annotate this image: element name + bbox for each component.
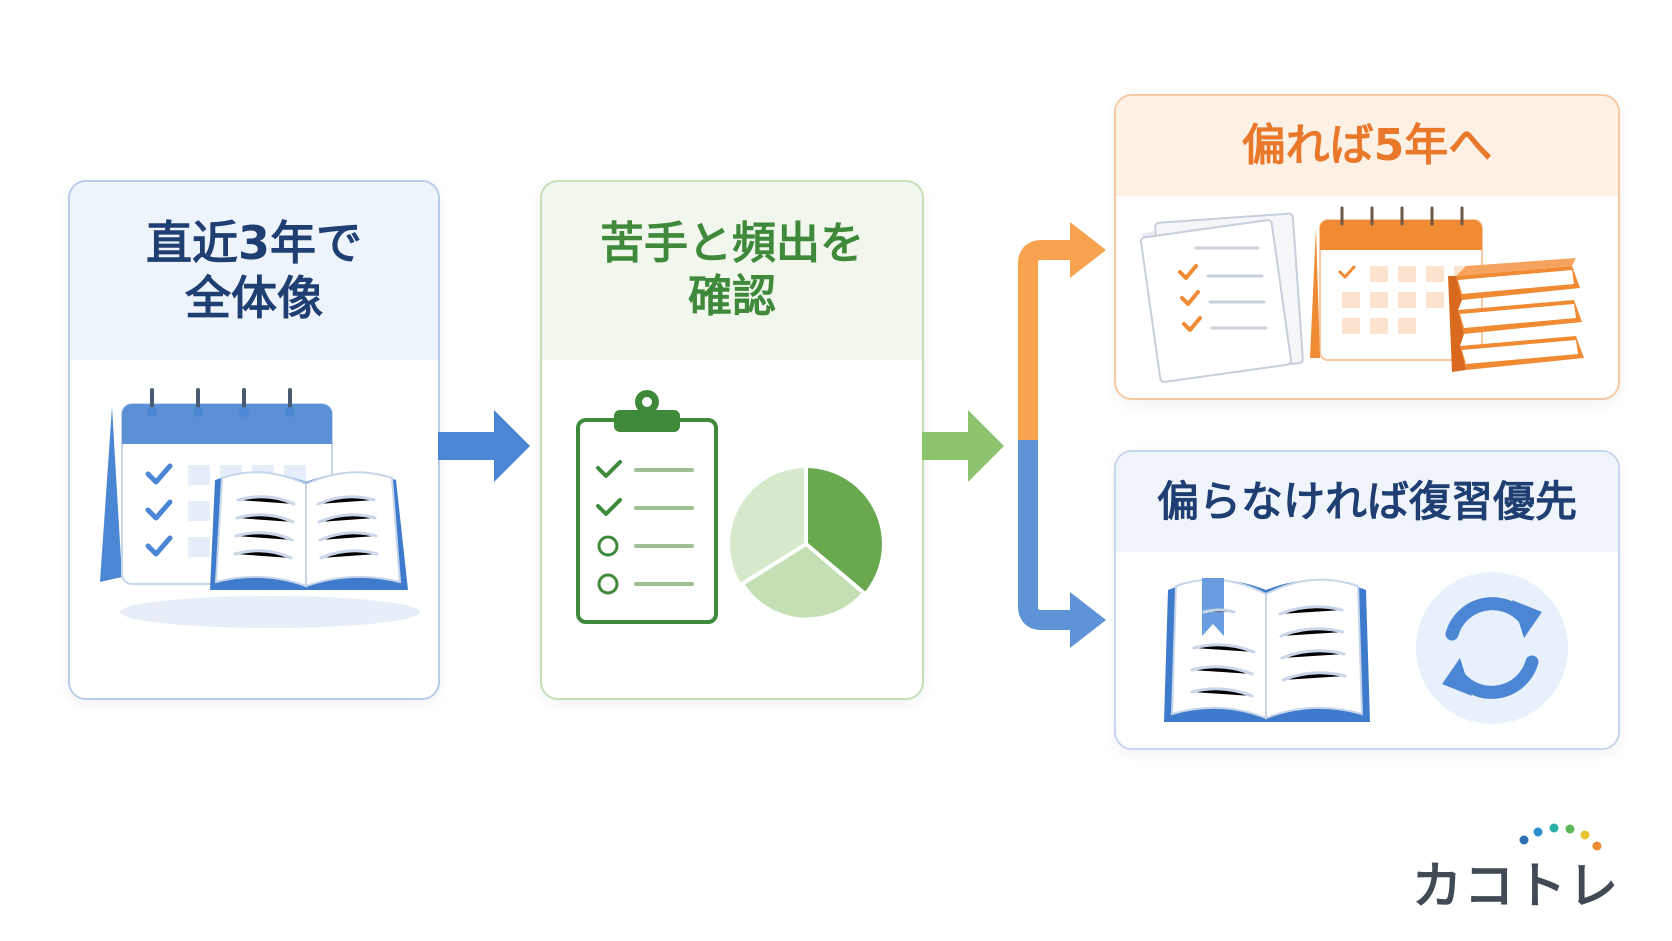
arrow-right-icon — [922, 410, 1004, 482]
open-book-icon — [210, 471, 408, 590]
title-line: 苦手と頻出を — [600, 218, 864, 270]
branch-connector — [1018, 222, 1106, 648]
branch-card-review-priority-title: 偏らなければ復習優先 — [1116, 452, 1618, 552]
documents-icon — [1140, 212, 1304, 383]
title-line: 直近3年で — [145, 215, 362, 270]
pie-chart-icon — [730, 468, 882, 622]
arrow-right-icon — [438, 410, 530, 482]
open-book-bookmark-icon — [1164, 578, 1370, 722]
step-card-review: 苦手と頻出を 確認 — [540, 180, 924, 700]
branch-card-review-priority: 偏らなければ復習優先 — [1114, 450, 1620, 750]
logo-dots-icon — [1519, 823, 1602, 851]
brand-logo: カコトレ — [1400, 812, 1620, 915]
clipboard-icon — [576, 390, 718, 624]
step-card-review-title: 苦手と頻出を 確認 — [542, 182, 922, 360]
logo-text: カコトレ — [1412, 857, 1620, 915]
step-card-overview: 直近3年で 全体像 — [68, 180, 440, 700]
refresh-icon — [1416, 572, 1568, 724]
step-card-overview-title: 直近3年で 全体像 — [70, 182, 438, 360]
books-stack-icon — [1448, 258, 1584, 372]
title-line: 確認 — [688, 271, 776, 322]
branch-card-five-years-title: 偏れば5年へ — [1116, 96, 1618, 196]
branch-card-five-years: 偏れば5年へ — [1114, 94, 1620, 400]
calendar-icon — [1310, 206, 1483, 361]
title-line: 全体像 — [185, 271, 323, 325]
